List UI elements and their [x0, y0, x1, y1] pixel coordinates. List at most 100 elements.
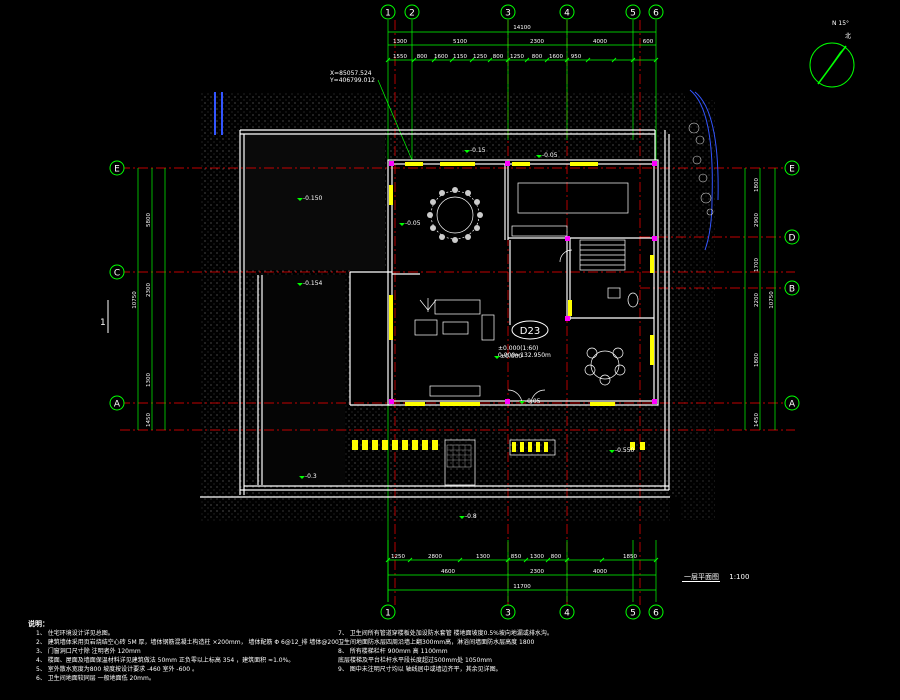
grid-bubble-bottom-3: 3: [500, 604, 516, 620]
dim-top-row2: 1600: [434, 54, 448, 60]
dim-left-total: 10750: [132, 291, 138, 309]
dim-top-row2: 1150: [453, 54, 467, 60]
paving-strips: [352, 440, 645, 452]
drawing-scale: 1:100: [729, 573, 750, 581]
dim-bottom-row1: 2800: [428, 554, 442, 560]
elevation-mark: -0.05: [405, 220, 421, 227]
building-interior: [240, 130, 658, 485]
grid-bubble-top-1: 1: [380, 4, 396, 20]
note-line: 8、 所有楼梯栏杆 900mm 高 1100mm: [338, 648, 448, 655]
dining-chairs: [427, 187, 483, 243]
dim-top-row2: 1600: [549, 54, 563, 60]
room-number: D23: [520, 326, 540, 337]
grid-bubble-bottom-3-label: 3: [505, 609, 511, 619]
title-underline: [682, 581, 720, 582]
entry-grate: [446, 444, 472, 468]
grid-bubble-right-A: A: [784, 395, 800, 411]
dim-left: 5800: [146, 213, 152, 227]
north-angle: N 15°: [832, 20, 849, 27]
datum-text: ±0.000(1:60)0.000=132.950m: [498, 345, 551, 359]
dim-top-row2: 1250: [510, 54, 524, 60]
elevation-mark: -0.05: [525, 398, 541, 405]
grid-bubble-top-4: 4: [559, 4, 575, 20]
note-line: 5、 室外散水宽度为800 坡度按设计要求 -460 室外 -600 。: [36, 666, 198, 673]
dim-bottom-row1: 800: [551, 554, 562, 560]
grid-bubble-right-B: B: [784, 280, 800, 296]
notes-right-column: 7、 卫生间所有管道穿楼板处加设防水套管 楼地面坡度0.5%坡向地漏或排水沟。 …: [338, 629, 553, 674]
north-arrow: [809, 42, 855, 88]
grid-bubble-left-C-label: C: [114, 269, 120, 279]
dim-right-total: 10750: [769, 291, 775, 309]
note-line: 3、 门窗洞口尺寸除 注明者外 120mm: [36, 648, 141, 655]
note-line: 6、 卫生间地面较同层 一般地面低 20mm。: [36, 675, 155, 682]
dim-left: 2300: [146, 283, 152, 297]
note-line: 卫生间地面防水层四周沿墙上翻300mm高，淋浴间墙面防水层高度 1800: [338, 639, 535, 646]
note-line: 底层楼梯及平台栏杆水平段长度超过500mm处 1050mm: [338, 657, 493, 664]
grid-bubble-right-E: E: [784, 160, 800, 176]
grid-bubble-top-5: 5: [625, 4, 641, 20]
grid-bubble-left-E: E: [109, 160, 125, 176]
north-labels: N 15° 北: [832, 20, 851, 40]
dim-top-row1: 5100: [453, 39, 467, 45]
dim-left: 1450: [146, 413, 152, 427]
drawing-title: 一层平面图: [684, 573, 719, 581]
dim-bottom-row1: 850: [511, 554, 522, 560]
dim-right: 1800: [754, 178, 760, 192]
dim-top-row2: 1550: [393, 54, 407, 60]
axis-lines: [137, 20, 776, 602]
grid-bubble-bottom-1-label: 1: [385, 609, 391, 619]
dim-top-row2: 950: [571, 54, 582, 60]
grid-bubble-top-5-label: 5: [630, 9, 636, 19]
grid-bubble-bottom-4: 4: [559, 604, 575, 620]
grid-bubble-bottom-6-label: 6: [653, 609, 659, 619]
dim-top-row2: 1250: [473, 54, 487, 60]
grid-bubble-right-A-label: A: [789, 400, 796, 410]
columns: [389, 161, 657, 404]
dimension-ticks: [385, 57, 659, 563]
grid-bubble-bottom-1: 1: [380, 604, 396, 620]
note-line: 2、 建筑墙体采用页岩烧结空心砖 5M 厚，墙体钢筋混凝土构造柱 ×200mm，…: [36, 639, 347, 646]
grid-bubble-right-E-label: E: [789, 165, 795, 175]
dim-top-row2: 800: [532, 54, 543, 60]
dim-bottom-row1: 1300: [530, 554, 544, 560]
elevation-mark: -0.150: [303, 195, 323, 202]
dim-bottom-row1: 1250: [391, 554, 405, 560]
site-boundary: [214, 89, 719, 251]
grid-bubble-right-D: D: [784, 229, 800, 245]
design-notes: 说明： 1、 住宅环境设计详见总图。2、 建筑墙体采用页岩烧结空心砖 5M 厚，…: [28, 620, 888, 698]
grid-bubble-bottom-6: 6: [648, 604, 664, 620]
grid-bubble-top-3: 3: [500, 4, 516, 20]
elevation-labels: -0.15-0.05-0.150-0.154-0.05-0.550-0.3-0.…: [297, 147, 635, 520]
elevation-mark: -0.05: [542, 152, 558, 159]
grid-bubble-right-D-label: D: [789, 234, 796, 244]
dim-bottom-row2: 4600: [441, 569, 455, 575]
grid-bubble-right-B-label: B: [789, 285, 795, 295]
dim-bottom-total: 11700: [513, 584, 531, 590]
grid-bubble-top-4-label: 4: [564, 9, 570, 19]
notes-header: 说明：: [28, 620, 49, 628]
grid-bubble-top-6-label: 6: [653, 9, 659, 19]
room-tag: D23: [511, 320, 549, 340]
elevation-mark: ±0.000: [500, 353, 522, 360]
elevation-mark: -0.15: [470, 147, 486, 154]
grid-bubble-bottom-4-label: 4: [564, 609, 570, 619]
dim-top-total: 14100: [513, 25, 531, 31]
grid-bubble-top-6: 6: [648, 4, 664, 20]
grid-bubble-left-E-label: E: [114, 165, 120, 175]
notes-left-column: 1、 住宅环境设计详见总图。2、 建筑墙体采用页岩烧结空心砖 5M 厚，墙体钢筋…: [36, 629, 347, 683]
grid-bubble-top-1-label: 1: [385, 9, 391, 19]
dim-right: 2200: [754, 293, 760, 307]
dim-bottom-row1: 1850: [623, 554, 637, 560]
dim-right: 1800: [754, 353, 760, 367]
grid-bubble-left-A: A: [109, 395, 125, 411]
drawing-title-block: 一层平面图 1:100: [684, 572, 749, 582]
grid-bubble-left-C: C: [109, 264, 125, 280]
grid-bubble-top-2-label: 2: [409, 9, 415, 19]
dim-right: 1450: [754, 413, 760, 427]
dim-top-row1: 4000: [593, 39, 607, 45]
dim-bottom-row2: 2300: [530, 569, 544, 575]
elevation-mark: -0.8: [465, 513, 477, 520]
